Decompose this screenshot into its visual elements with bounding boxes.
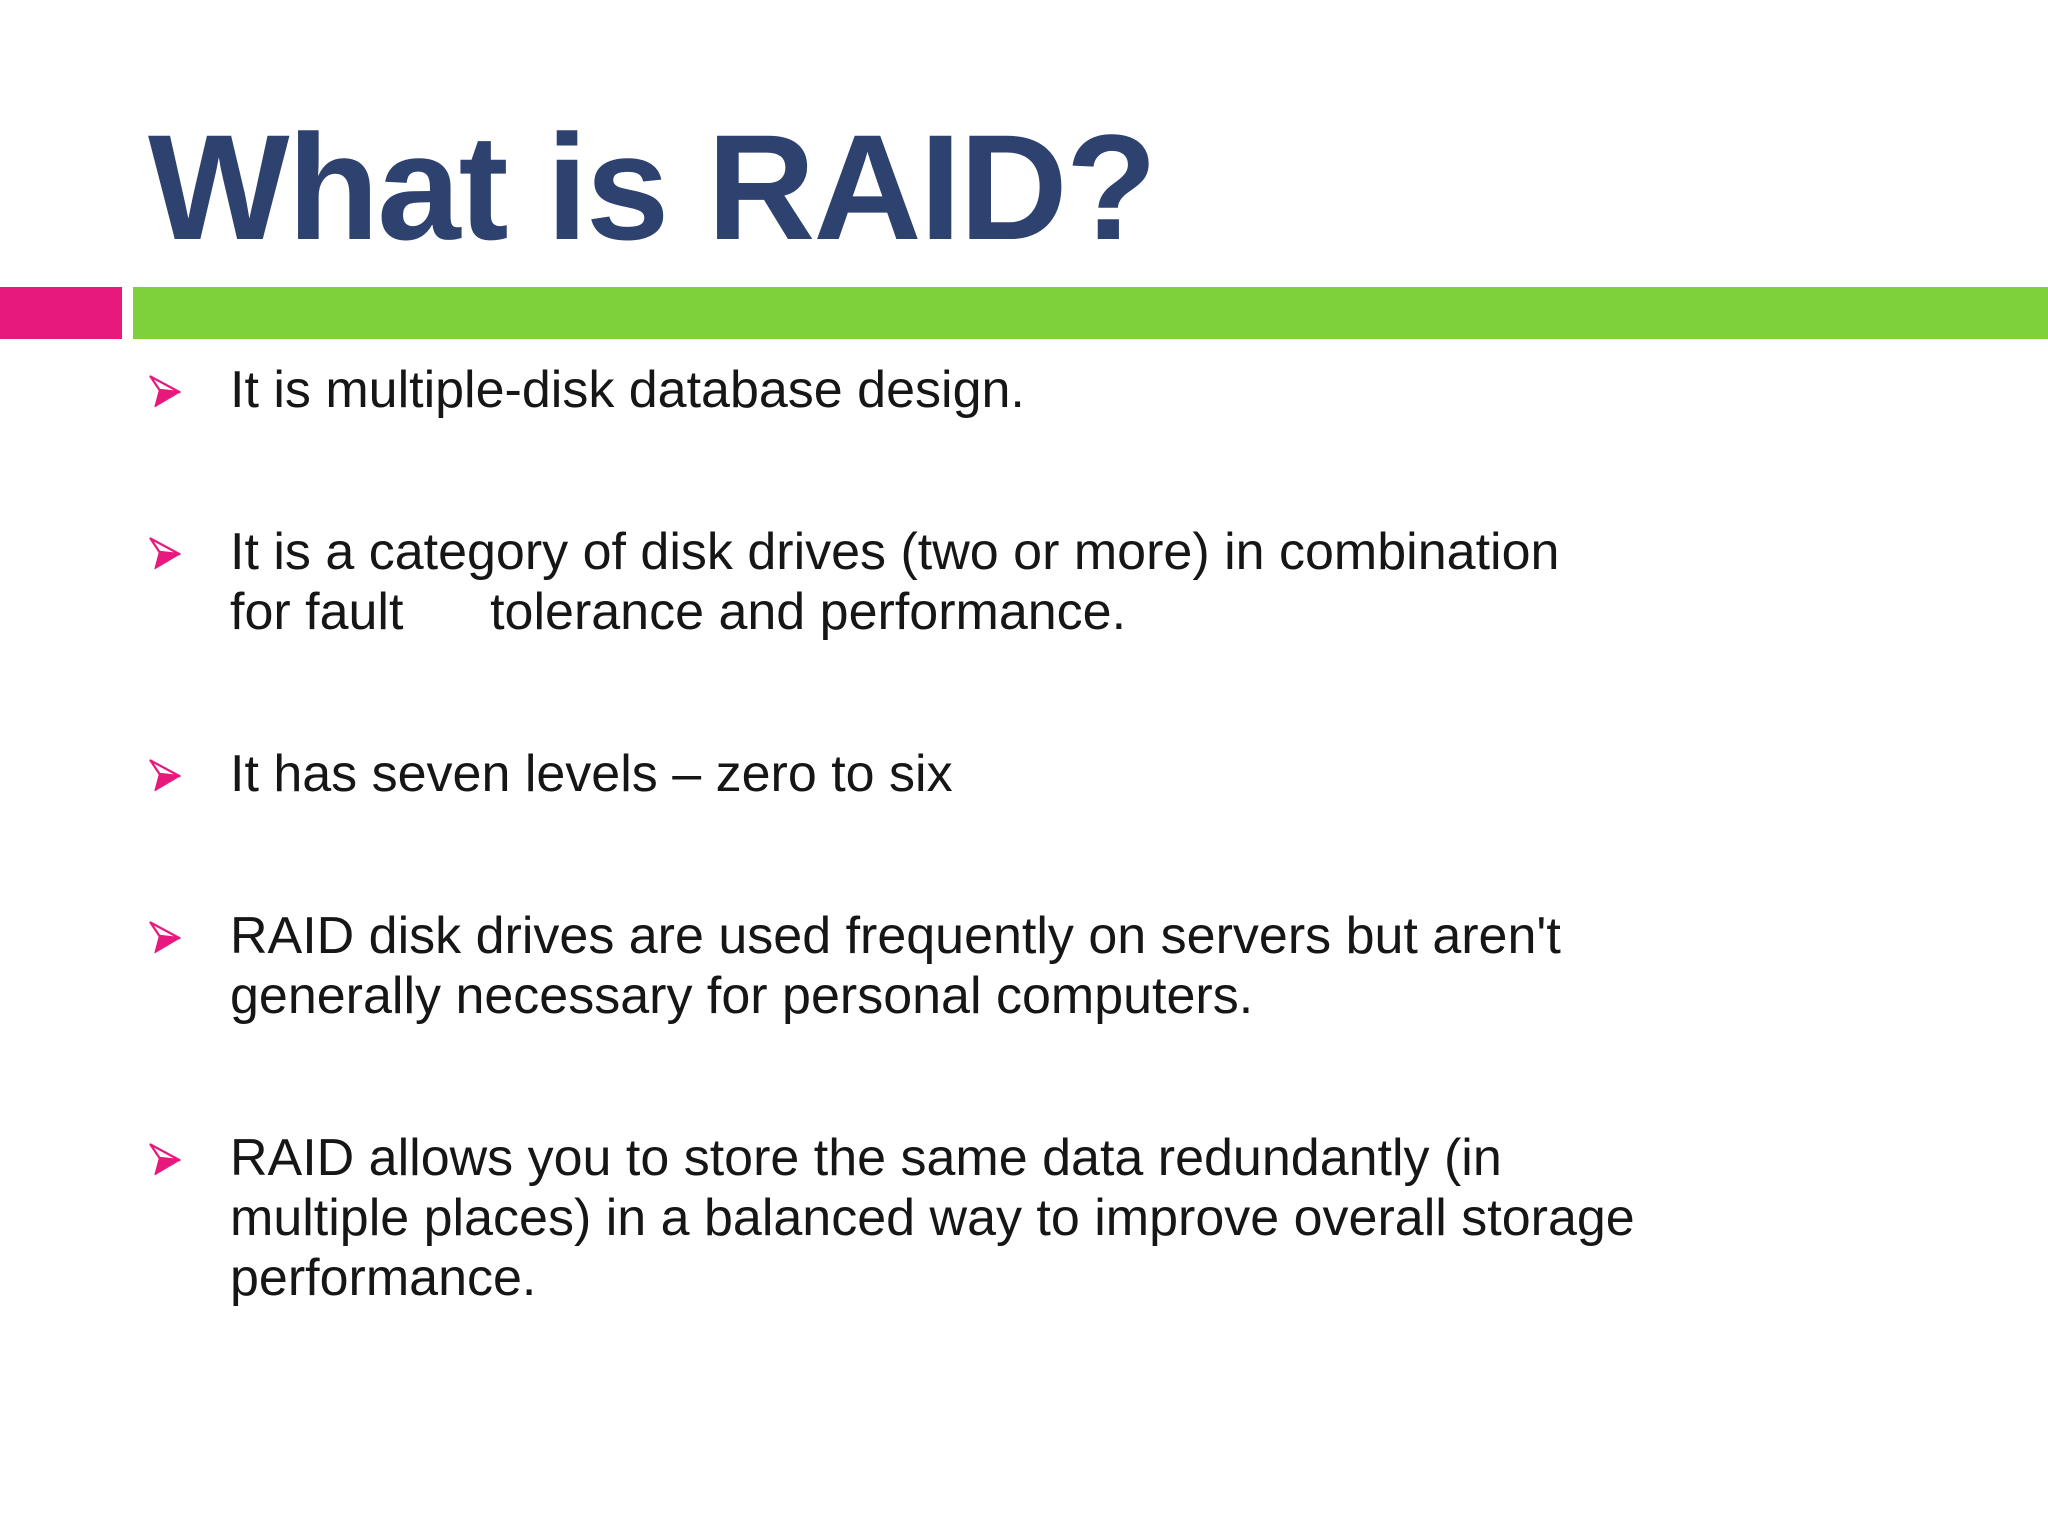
bullet-text: It is a category of disk drives (two or …	[230, 523, 1560, 641]
arrowhead-bullet-icon	[146, 360, 230, 415]
bullet-item: It is multiple-disk database design.	[146, 360, 1996, 420]
arrowhead-bullet-icon	[146, 1128, 230, 1183]
bullet-text: RAID allows you to store the same data r…	[230, 1129, 1635, 1307]
bullet-text: It has seven levels – zero to six	[230, 745, 953, 803]
slide-title: What is RAID?	[148, 103, 1157, 271]
green-divider-bar	[133, 287, 2048, 339]
pink-accent-bar	[0, 287, 122, 339]
arrowhead-bullet-icon	[146, 906, 230, 961]
arrowhead-bullet-icon	[146, 522, 230, 577]
bullet-text: RAID disk drives are used frequently on …	[230, 907, 1561, 1025]
bullet-list: It is multiple-disk database design. It …	[146, 360, 1996, 1410]
bullet-item: RAID allows you to store the same data r…	[146, 1128, 1996, 1308]
bullet-item: It has seven levels – zero to six	[146, 744, 1996, 804]
bullet-text: It is multiple-disk database design.	[230, 361, 1025, 419]
arrowhead-bullet-icon	[146, 744, 230, 799]
bullet-item: RAID disk drives are used frequently on …	[146, 906, 1996, 1026]
bullet-item: It is a category of disk drives (two or …	[146, 522, 1996, 642]
